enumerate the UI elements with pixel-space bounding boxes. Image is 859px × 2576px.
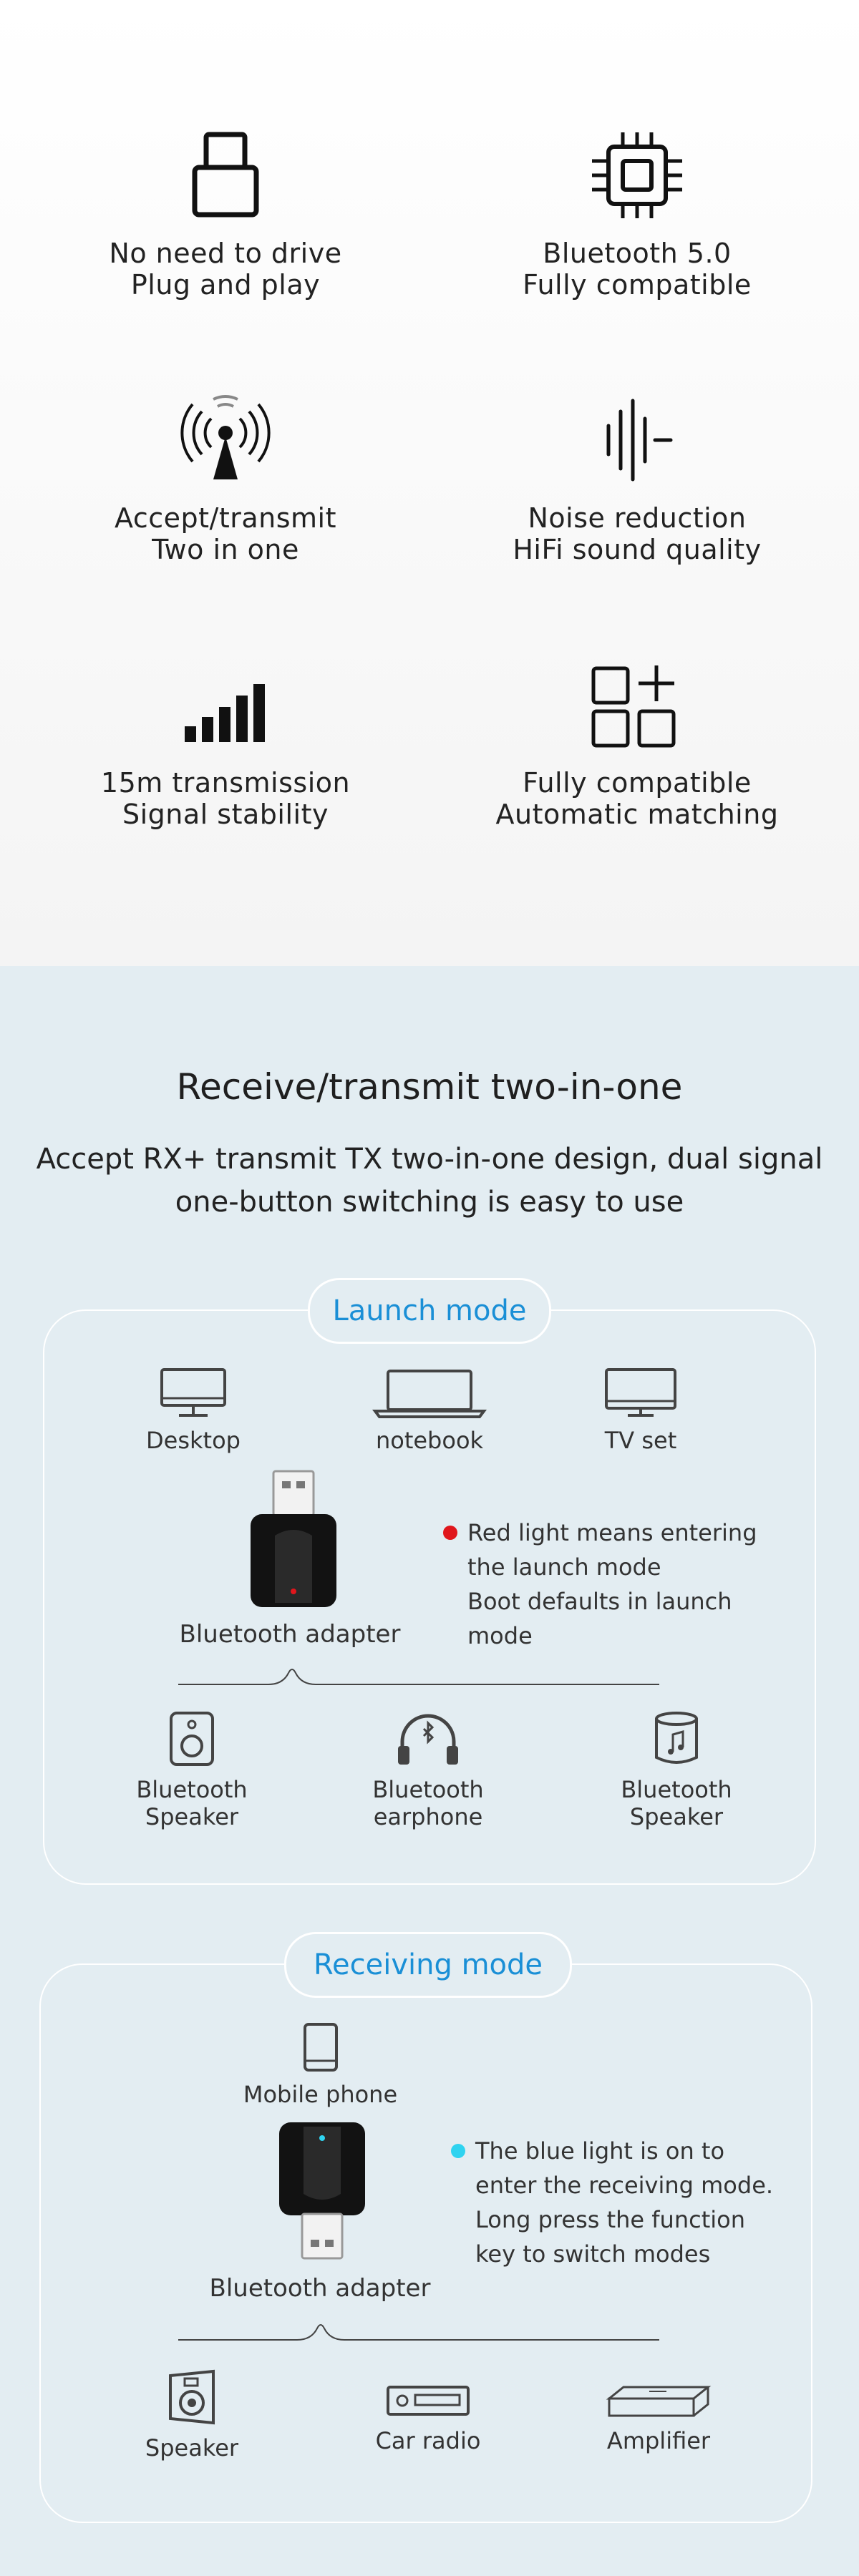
target-bluetooth-earphone: Bluetooth earphone (356, 1710, 500, 1830)
feature-line2: Fully compatible (523, 269, 752, 301)
speaker-box-icon (169, 2369, 215, 2425)
feature-line1: Accept/transmit (115, 502, 336, 534)
note-line: key to switch modes (475, 2240, 711, 2268)
feature-signal-stability: 15m transmission Signal stability (25, 658, 426, 830)
source-tv: TV set (569, 1367, 712, 1454)
apps-grid-icon (591, 665, 676, 748)
source-label: notebook (375, 1427, 484, 1454)
feature-bluetooth-5: Bluetooth 5.0 Fully compatible (437, 129, 838, 301)
receiving-mode-label: Receiving mode (284, 1932, 572, 1998)
note-line: the launch mode (467, 1553, 661, 1581)
source-label: Desktop (146, 1427, 241, 1454)
target-bluetooth-speaker-2: Bluetooth Speaker (605, 1710, 748, 1830)
adapter-label: Bluetooth adapter (209, 2274, 431, 2303)
desktop-icon (160, 1368, 226, 1417)
signal-bars-icon (185, 684, 265, 742)
feature-two-in-one: Accept/transmit Two in one (25, 394, 426, 565)
feature-line1: No need to drive (109, 238, 342, 269)
section-subtitle: Accept RX+ transmit TX two-in-one design… (0, 1138, 859, 1224)
chip-icon (592, 132, 682, 218)
receiving-distribution-bracket (178, 2324, 659, 2341)
note-line: enter the receiving mode. (475, 2172, 774, 2199)
note-line: Boot defaults in launch (467, 1588, 732, 1615)
mobile-phone-icon (303, 2023, 338, 2072)
target-label-line2: Speaker (145, 1803, 239, 1830)
note-line: Long press the function (475, 2206, 745, 2233)
feature-line2: Two in one (152, 534, 299, 565)
adapter-label: Bluetooth adapter (179, 1620, 401, 1649)
feature-automatic-matching: Fully compatible Automatic matching (437, 658, 838, 830)
feature-plug-and-play: No need to drive Plug and play (25, 129, 426, 301)
red-indicator-dot (443, 1526, 457, 1540)
target-car-radio: Car radio (356, 2383, 500, 2454)
cylinder-speaker-icon (655, 1712, 698, 1764)
note-line: The blue light is on to (475, 2137, 725, 2165)
target-label-line2: earphone (373, 1803, 483, 1830)
target-label: Amplifier (606, 2427, 711, 2454)
speaker-icon (170, 1712, 214, 1766)
target-label-line2: Speaker (629, 1803, 724, 1830)
target-bluetooth-speaker: Bluetooth Speaker (120, 1710, 263, 1830)
note-line: mode (467, 1622, 533, 1649)
section-title: Receive/transmit two-in-one (176, 1066, 683, 1108)
blue-indicator-dot (451, 2144, 465, 2158)
feature-line1: Fully compatible (523, 767, 752, 799)
note-line: Red light means entering (467, 1519, 757, 1546)
feature-grid: No need to drive Plug and play Bluetooth… (0, 0, 859, 966)
tv-icon (605, 1368, 676, 1417)
section-subtitle-line1: Accept RX+ transmit TX two-in-one design… (36, 1143, 823, 1176)
amplifier-icon (606, 2386, 712, 2417)
modes-section: Receive/transmit two-in-one Accept RX+ t… (0, 966, 859, 2576)
source-mobile-phone: Mobile phone (236, 2022, 404, 2108)
feature-line1: 15m transmission (100, 767, 351, 799)
laptop-icon (372, 1370, 487, 1418)
feature-line2: Plug and play (130, 269, 321, 301)
launch-mode-label: Launch mode (308, 1278, 551, 1344)
feature-line2: HiFi sound quality (513, 534, 762, 565)
car-radio-icon (387, 2386, 470, 2416)
usb-plug-icon (192, 132, 259, 218)
source-notebook: notebook (358, 1367, 501, 1454)
source-desktop: Desktop (122, 1367, 265, 1454)
receiving-mode-note: The blue light is on to enter the receiv… (451, 2134, 812, 2271)
feature-noise-reduction: Noise reduction HiFi sound quality (437, 394, 838, 565)
target-label-line1: Bluetooth (621, 1776, 732, 1803)
bluetooth-adapter-icon (279, 2122, 365, 2260)
launch-distribution-bracket (178, 1669, 659, 1685)
sound-wave-icon (606, 399, 673, 482)
headphones-icon (398, 1714, 458, 1765)
target-label-line1: Bluetooth (372, 1776, 484, 1803)
source-label: Mobile phone (243, 2081, 398, 2108)
bluetooth-adapter-icon (251, 1470, 336, 1607)
feature-line2: Automatic matching (495, 799, 779, 830)
launch-mode-note: Red light means entering the launch mode… (443, 1516, 804, 1653)
target-label: Speaker (145, 2434, 239, 2462)
target-amplifier: Amplifier (587, 2383, 730, 2454)
target-label-line1: Bluetooth (136, 1776, 248, 1803)
feature-line1: Bluetooth 5.0 (543, 238, 732, 269)
source-label: TV set (604, 1427, 677, 1454)
target-label: Car radio (375, 2427, 481, 2454)
signal-tower-icon (180, 395, 271, 479)
section-subtitle-line2: one-button switching is easy to use (175, 1186, 684, 1219)
target-speaker: Speaker (120, 2368, 263, 2462)
feature-line2: Signal stability (122, 799, 329, 830)
feature-line1: Noise reduction (528, 502, 747, 534)
